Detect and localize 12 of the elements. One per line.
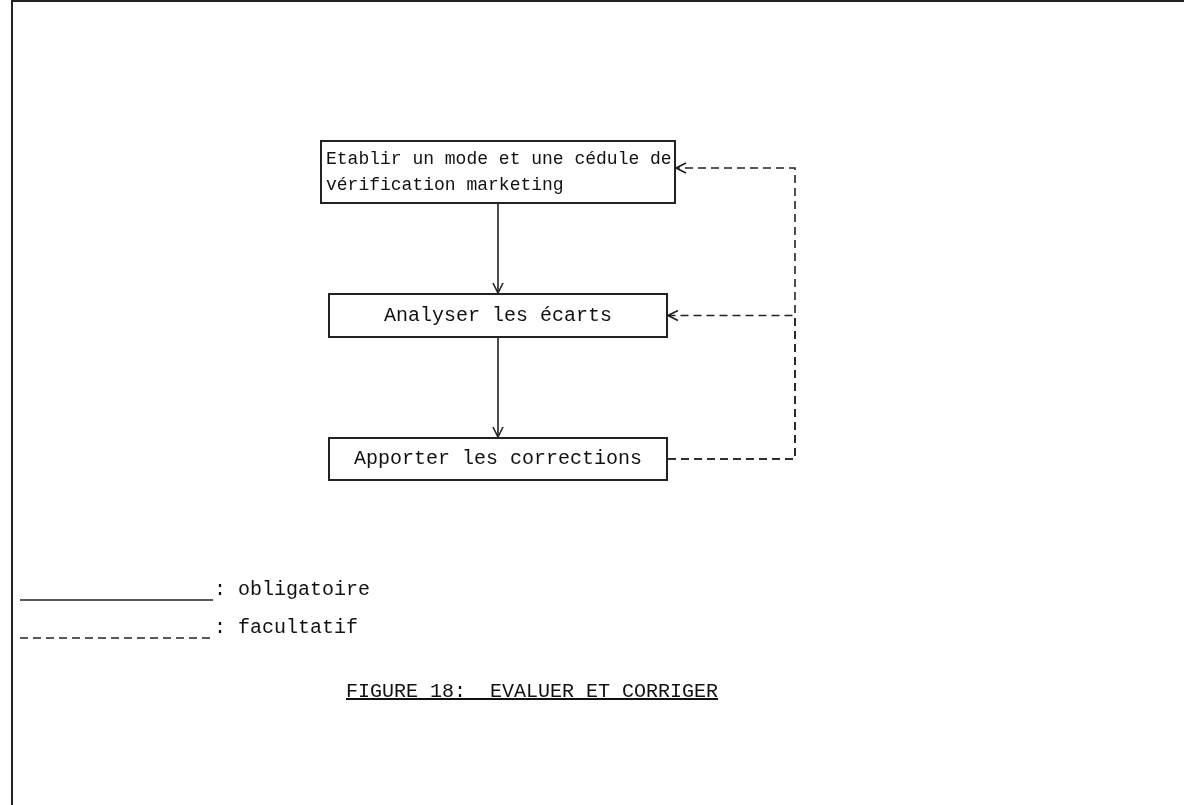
arrow bbox=[667, 309, 796, 460]
process-box bbox=[328, 437, 668, 481]
arrow bbox=[492, 203, 504, 294]
legend-label: : facultatif bbox=[214, 616, 359, 639]
arrow bbox=[492, 337, 504, 438]
process-box bbox=[320, 140, 676, 204]
box-label: Apporter les corrections bbox=[353, 446, 642, 472]
box-label: Analyser les écarts bbox=[383, 302, 612, 329]
process-box bbox=[328, 293, 668, 338]
legend-label: : obligatoire bbox=[214, 578, 371, 601]
figure-caption: FIGURE 18: EVALUER ET CORRIGER bbox=[346, 680, 719, 703]
box-label: Etablir un mode et une cédule de vérification marketing bbox=[326, 148, 673, 197]
